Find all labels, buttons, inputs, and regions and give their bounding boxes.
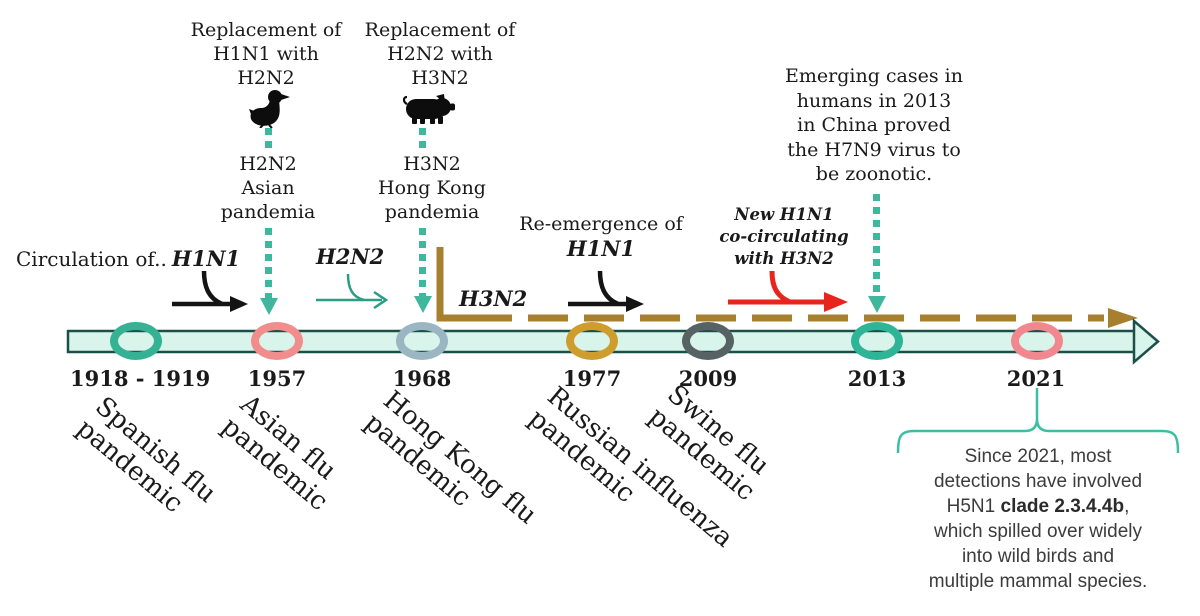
dotted-arrow-2013 bbox=[873, 194, 880, 296]
h7n9-zoonotic-note: Emerging cases in humans in 2013 in Chin… bbox=[774, 64, 974, 187]
replacement-h1n1-h2n2-note: Replacement of H1N1 with H2N2 bbox=[166, 18, 366, 90]
h3n2-circulating-label: H3N2 bbox=[459, 286, 528, 311]
year-label-2021: 2021 bbox=[1006, 366, 1066, 391]
note-line-mixed: H5N1 clade 2.3.4.4b, bbox=[888, 494, 1188, 519]
replacement-h2n2-h3n2-note: Replacement of H2N2 with H3N2 bbox=[340, 18, 540, 90]
note-line: H2N2 bbox=[239, 153, 297, 175]
note-line: humans in 2013 bbox=[796, 89, 952, 112]
pandemic-label-asian: Asian flu pandemic bbox=[216, 389, 352, 517]
green-merge-arrow-1968 bbox=[312, 270, 396, 312]
circulation-prefix: Circulation of.. bbox=[16, 247, 167, 271]
timeline-ring-1957 bbox=[251, 322, 303, 360]
black-merge-arrow-1977 bbox=[562, 266, 650, 316]
duck-icon bbox=[246, 88, 290, 128]
note-line: Replacement of bbox=[364, 19, 516, 41]
note-line: multiple mammal species. bbox=[928, 571, 1148, 592]
timeline-ring-2013 bbox=[851, 322, 903, 360]
note-line: Emerging cases in bbox=[785, 65, 963, 87]
note-line: Since 2021, most bbox=[964, 446, 1112, 467]
note-line: Re-emergence of bbox=[519, 213, 683, 235]
dotted-arrowhead-1968 bbox=[414, 296, 432, 313]
note-line: in China proved bbox=[797, 114, 951, 136]
timeline-ring-1977 bbox=[566, 322, 618, 360]
note-line: H3N2 bbox=[403, 153, 461, 175]
note-line: with H3N2 bbox=[734, 249, 834, 268]
year-label-1957: 1957 bbox=[247, 366, 307, 391]
dotted-connector-1968-upper bbox=[419, 128, 426, 154]
timeline-ring-1968 bbox=[396, 322, 448, 360]
note-line: into wild birds and bbox=[961, 546, 1115, 567]
note-line: the H7N9 virus to bbox=[787, 138, 961, 161]
note-post: , bbox=[1124, 496, 1130, 517]
dotted-arrow-1957 bbox=[265, 228, 272, 298]
year-label-1918: 1918 - 1919 bbox=[70, 366, 211, 391]
dotted-arrow-1968 bbox=[419, 228, 426, 296]
note-line: New H1N1 bbox=[734, 205, 834, 224]
note-line: which spilled over widely bbox=[933, 521, 1143, 542]
dotted-connector-1957-upper bbox=[265, 128, 272, 150]
timeline-ring-1918 bbox=[110, 322, 162, 360]
note-line: pandemia bbox=[220, 201, 316, 223]
h2n2-asian-pandemia-note: H2N2 Asian pandemia bbox=[168, 152, 368, 224]
dotted-arrowhead-2013 bbox=[868, 296, 886, 313]
black-merge-arrow-1957 bbox=[166, 266, 254, 316]
note-line: H3N2 bbox=[411, 67, 469, 89]
pandemic-label-hongkong: Hong Kong flu pandemic bbox=[359, 385, 543, 553]
h5n1-clade-note: Since 2021, most detections have involve… bbox=[888, 444, 1188, 594]
timeline-ring-2009 bbox=[682, 322, 734, 360]
note-line: detections have involved bbox=[933, 471, 1143, 492]
note-line: H1N1 with bbox=[213, 43, 319, 65]
h1n1-strain-label: H1N1 bbox=[566, 236, 636, 261]
timeline-ring-2021 bbox=[1011, 322, 1063, 360]
red-merge-arrow-2009 bbox=[722, 266, 856, 316]
h2n2-circulating-label: H2N2 bbox=[316, 244, 385, 269]
note-pre: H5N1 bbox=[946, 496, 1001, 517]
note-line: Replacement of bbox=[190, 19, 342, 41]
h1n1-strain-label: H1N1 bbox=[171, 246, 241, 271]
clade-bold: clade 2.3.4.4b bbox=[1000, 496, 1125, 517]
dotted-arrowhead-1957 bbox=[260, 298, 278, 315]
pandemic-label-spanish: Spanish flu pandemic bbox=[71, 391, 222, 531]
year-label-2013: 2013 bbox=[847, 366, 907, 391]
year-label-1968: 1968 bbox=[392, 366, 452, 391]
year-label-2009: 2009 bbox=[678, 366, 738, 391]
h3n2-hongkong-pandemia-note: H3N2 Hong Kong pandemia bbox=[332, 152, 532, 224]
note-line: H2N2 bbox=[237, 67, 295, 89]
reemergence-note: Re-emergence of H1N1 bbox=[501, 212, 701, 261]
h3n2-era-dashed-line bbox=[436, 247, 1138, 328]
new-h1n1-note: New H1N1 co-circulating with H3N2 bbox=[684, 204, 884, 270]
note-line: be zoonotic. bbox=[815, 163, 933, 185]
year-label-1977: 1977 bbox=[562, 366, 622, 391]
note-line: co-circulating bbox=[719, 227, 849, 246]
note-line: pandemia bbox=[384, 201, 480, 223]
note-line: Asian bbox=[241, 177, 295, 199]
brace-2021 bbox=[890, 385, 1190, 457]
note-line: H2N2 with bbox=[387, 43, 493, 65]
pig-icon bbox=[403, 94, 455, 128]
circulation-h1n1-label: Circulation of.. H1N1 bbox=[16, 246, 240, 271]
note-line: Hong Kong bbox=[378, 177, 486, 199]
